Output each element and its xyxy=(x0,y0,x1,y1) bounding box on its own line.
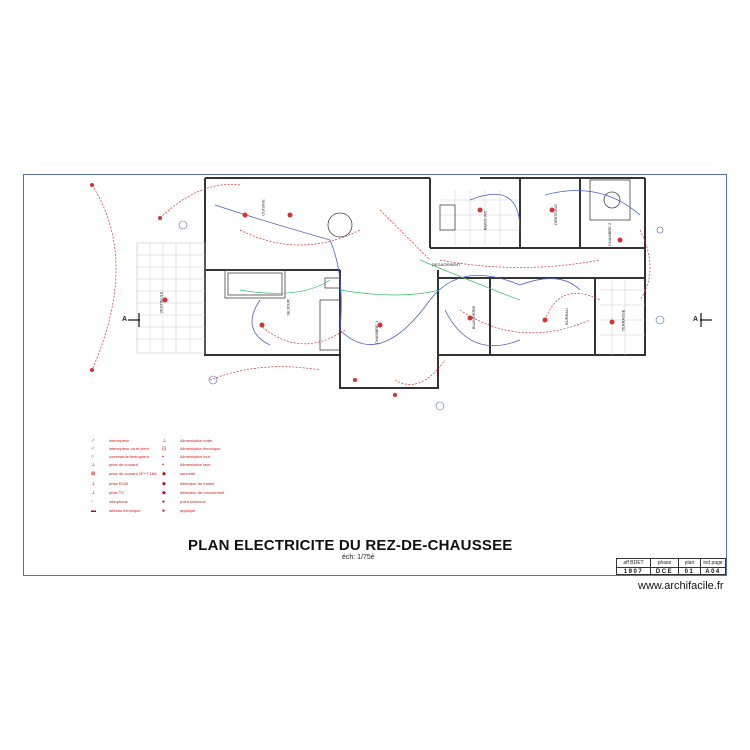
legend-item: ●applique xyxy=(162,508,196,514)
legend-item: ⊡Alimentation électrique xyxy=(162,446,221,452)
drawing-sheet-border xyxy=(23,174,727,576)
legend-label: détecteur de mouvement xyxy=(180,490,225,495)
electrical-symbols xyxy=(90,183,623,397)
title-block-value: A04 xyxy=(701,567,725,575)
title-block-header: aff BDET xyxy=(617,559,651,567)
title-block-value: 01 xyxy=(679,567,701,575)
legend-item: ♂interrupteur va et vient xyxy=(91,446,149,452)
section-marker-right: A xyxy=(693,316,699,323)
vestibule-tiles xyxy=(136,242,206,354)
title-block-header: plan xyxy=(679,559,701,567)
title-block-header: ind page xyxy=(703,560,723,566)
legend-item: ▬tableau électrique xyxy=(91,508,141,514)
legend-label: Alimentation électrique xyxy=(180,446,221,451)
legend-label: prise TV xyxy=(109,490,124,495)
room-label-dressing: DRESSING xyxy=(552,204,558,225)
room-label-degagement: DEGAGEMENT xyxy=(432,262,461,267)
section-markers xyxy=(128,313,712,327)
legend-label: prise RJ45 xyxy=(109,481,129,486)
legend-item: ▪Alimentation four xyxy=(162,454,211,460)
title-block-header: phase xyxy=(651,559,679,567)
legend-label: applique xyxy=(180,508,196,513)
legend-label: commande télérupteur xyxy=(109,454,150,459)
drawing-scale: éch: 1/75è xyxy=(342,554,375,561)
legend-label: tableau électrique xyxy=(109,508,141,513)
legend-label: interrupteur xyxy=(109,438,130,443)
drawing-title: PLAN ELECTRICITE DU REZ-DE-CHAUSSEE xyxy=(188,537,513,554)
legend-item: ●point lumineux xyxy=(162,499,206,505)
legend-item: ▫interphone xyxy=(91,499,128,505)
legend-item: ◆sonnette xyxy=(162,471,196,477)
legend-item: ○commande télérupteur xyxy=(91,454,150,460)
room-label-sejour: SEJOUR xyxy=(285,299,291,316)
legend-label: Alimentation lave xyxy=(180,462,211,467)
green-circuits xyxy=(239,259,521,301)
furniture xyxy=(224,179,631,351)
legend-label: prise de courant xyxy=(109,462,138,467)
bathroom-tiles xyxy=(440,190,518,246)
terrace-tiles xyxy=(600,280,645,355)
legend-label: Alimentation hotte xyxy=(180,438,213,443)
room-label-vestibule: VESTIBULE xyxy=(158,291,164,314)
legend-label: point lumineux xyxy=(180,499,206,504)
walls xyxy=(204,177,646,389)
legend-item: ▪Alimentation lave xyxy=(162,462,211,468)
legend-item: ◆détecteur de fumée xyxy=(162,481,215,487)
legend-item: ⊠prise de courant 2P+T 16A xyxy=(91,471,157,477)
legend-item: ⊥prise de courant xyxy=(91,462,138,468)
room-label-chambre2: CHAMBRE 2 xyxy=(607,222,613,247)
watermark: www.archifacile.fr xyxy=(638,580,724,592)
title-block: aff BDET phase plan ind page 1907 DCE 01… xyxy=(616,558,726,575)
legend-item: ♂interrupteur xyxy=(91,438,130,444)
room-label-bureau: BUREAU xyxy=(563,308,569,325)
section-marker-left: A xyxy=(122,316,128,323)
title-block-value: 1907 xyxy=(617,567,651,575)
room-label-terrasse: TERRASSE xyxy=(620,309,626,332)
room-label-cuisine: CUISINE xyxy=(260,199,266,216)
legend-item: ⊥prise TV xyxy=(91,490,124,496)
legend-label: prise de courant 2P+T 16A xyxy=(109,471,157,476)
legend-label: interrupteur va et vient xyxy=(109,446,149,451)
room-label-buanderie: BUANDERIE xyxy=(471,305,477,330)
title-block-value: DCE xyxy=(651,567,679,575)
legend-item: ⊥prise RJ45 xyxy=(91,481,129,487)
legend-label: Alimentation four xyxy=(180,454,211,459)
room-label-chambre1: CHAMBRE 1 xyxy=(374,320,380,345)
blue-circuits xyxy=(214,190,641,347)
legend-label: sonnette xyxy=(180,471,196,476)
room-label-bains: BAINS WC xyxy=(482,210,488,231)
red-circuits xyxy=(91,184,651,385)
blue-symbols xyxy=(178,220,665,411)
legend-label: interphone xyxy=(109,499,128,504)
legend-item: ⊥Alimentation hotte xyxy=(162,438,213,444)
legend-label: détecteur de fumée xyxy=(180,481,215,486)
legend-item: ◆détecteur de mouvement xyxy=(162,490,225,496)
